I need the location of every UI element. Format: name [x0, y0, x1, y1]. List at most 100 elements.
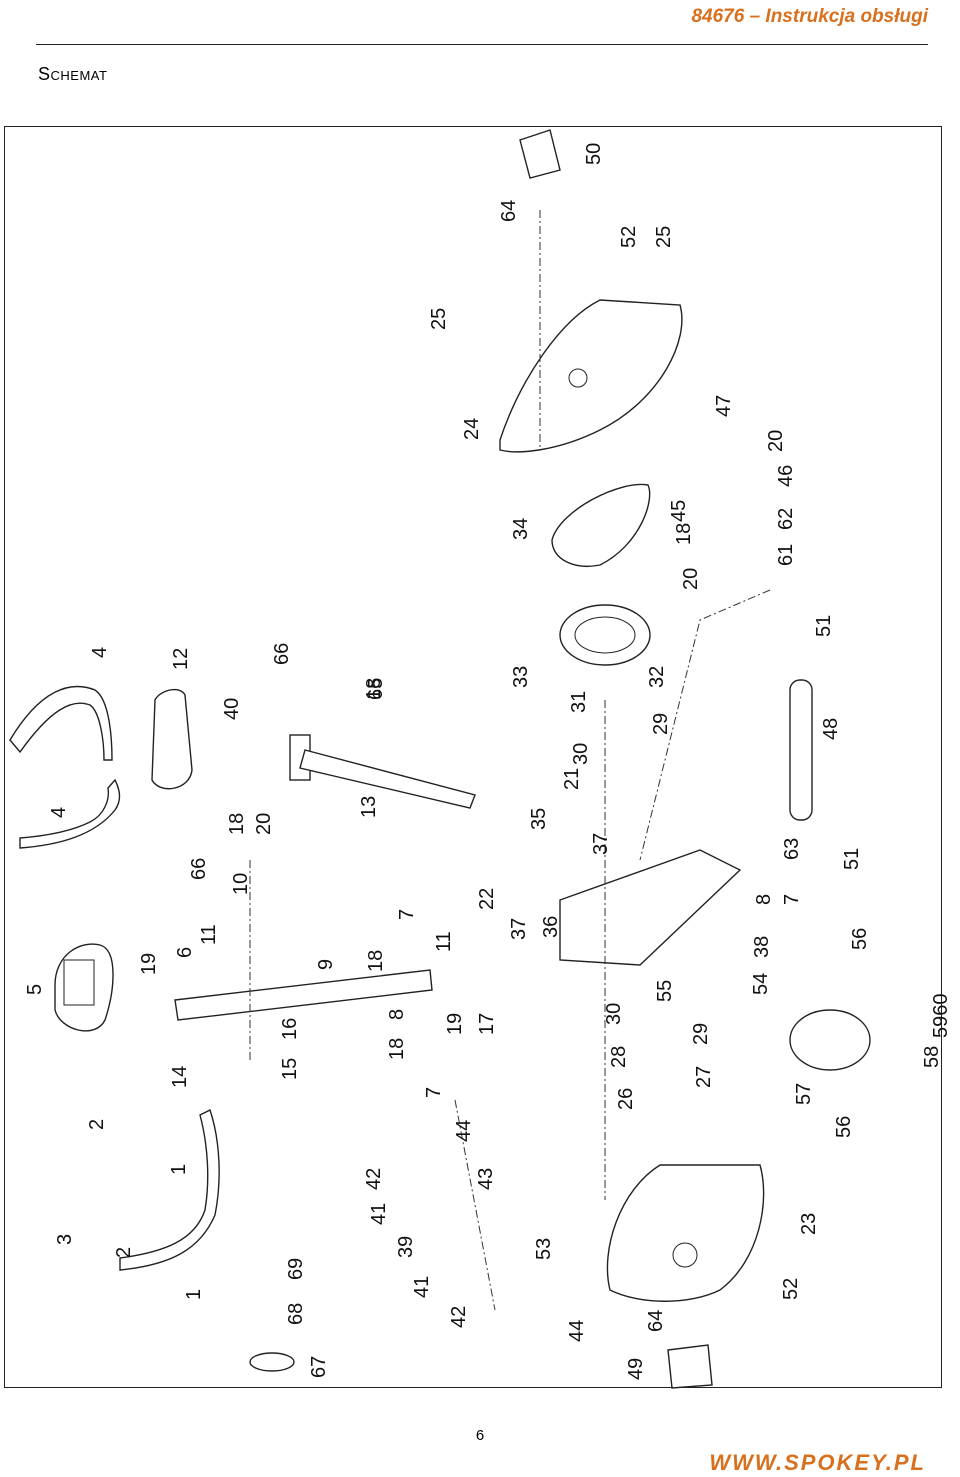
console-part [54, 943, 114, 1032]
callout-32: 32 [646, 666, 668, 688]
callout-49: 49 [625, 1358, 647, 1380]
callout-52: 52 [780, 1278, 802, 1300]
callout-20: 20 [253, 813, 275, 835]
callout-47: 47 [713, 395, 735, 417]
callout-41: 41 [368, 1203, 390, 1225]
pedal-left-part [519, 129, 561, 179]
callout-63: 63 [781, 838, 803, 860]
callout-56: 56 [833, 1116, 855, 1138]
callout-25: 25 [653, 226, 675, 248]
callout-18: 18 [386, 1038, 408, 1060]
callout-15: 15 [279, 1058, 301, 1080]
callout-44: 44 [566, 1320, 588, 1342]
callout-43: 43 [475, 1168, 497, 1190]
callout-46: 46 [775, 465, 797, 487]
callout-18: 18 [226, 813, 248, 835]
callout-57: 57 [793, 1083, 815, 1105]
main-frame-part [174, 969, 433, 1021]
callout-52: 52 [618, 226, 640, 248]
crank-frame-part [559, 849, 742, 966]
section-title: Schemat [38, 64, 108, 84]
callout-10: 10 [230, 873, 252, 895]
callout-7: 7 [781, 894, 803, 905]
flywheel-part [559, 604, 651, 666]
callout-2: 2 [86, 1119, 108, 1130]
front-housing-part [606, 1164, 765, 1302]
callout-1: 1 [168, 1164, 190, 1175]
callout-6: 6 [174, 947, 196, 958]
callout-29: 29 [650, 713, 672, 735]
rear-housing-part [499, 299, 683, 453]
handlebar-lower-part [19, 778, 121, 849]
callout-37: 37 [508, 918, 530, 940]
callout-61: 61 [775, 544, 797, 566]
callout-54: 54 [750, 973, 772, 995]
callout-55: 55 [654, 980, 676, 1002]
callout-58: 58 [921, 1046, 943, 1068]
callout-41: 41 [411, 1276, 433, 1298]
callout-68: 68 [285, 1303, 307, 1325]
callout-40: 40 [221, 698, 243, 720]
callout-56: 56 [849, 928, 871, 950]
callout-22: 22 [476, 888, 498, 910]
callout-69: 69 [285, 1258, 307, 1280]
callout-18: 18 [363, 678, 385, 700]
callout-67: 67 [308, 1356, 330, 1378]
callout-7: 7 [396, 909, 418, 920]
callout-50: 50 [583, 143, 605, 165]
callout-19: 19 [444, 1013, 466, 1035]
assembly-line [454, 1099, 496, 1311]
callout-64: 64 [645, 1310, 667, 1332]
callout-3: 3 [54, 1234, 76, 1245]
callout-35: 35 [528, 808, 550, 830]
handlebar-top-part [9, 685, 113, 761]
lower-handle-part [119, 1109, 220, 1271]
callout-17: 17 [476, 1013, 498, 1035]
callout-24: 24 [461, 418, 483, 440]
exploded-diagram-frame [4, 126, 942, 1388]
callout-36: 36 [540, 916, 562, 938]
callout-1: 1 [183, 1289, 205, 1300]
callout-13: 13 [358, 796, 380, 818]
callout-11: 11 [433, 931, 455, 952]
front-stabilizer-part [789, 1009, 871, 1071]
callout-62: 62 [775, 508, 797, 530]
callout-18: 18 [365, 950, 387, 972]
page-header-title: 84676 – Instrukcja obsługi [691, 6, 928, 27]
callout-30: 30 [603, 1003, 625, 1025]
callout-11: 11 [198, 924, 220, 945]
callout-2: 2 [113, 1247, 135, 1258]
callout-48: 48 [820, 718, 842, 740]
rear-stabilizer-part [789, 679, 813, 821]
callout-66: 66 [188, 858, 210, 880]
callout-30: 30 [570, 743, 592, 765]
callout-20: 20 [680, 568, 702, 590]
callout-23: 23 [798, 1213, 820, 1235]
assembly-line [639, 589, 771, 861]
header-rule [36, 44, 928, 45]
callout-8: 8 [386, 1009, 408, 1020]
footer-url[interactable]: WWW.SPOKEY.PL [709, 1450, 926, 1475]
callout-20: 20 [765, 430, 787, 452]
page-number: 6 [475, 1427, 485, 1444]
callout-66: 66 [271, 643, 293, 665]
callout-34: 34 [510, 518, 532, 540]
callout-39: 39 [395, 1236, 417, 1258]
callout-9: 9 [315, 959, 337, 970]
callout-8: 8 [753, 894, 775, 905]
callout-5: 5 [24, 984, 46, 995]
belt-part [551, 483, 651, 567]
pedal-right-part [667, 1344, 713, 1389]
callout-53: 53 [533, 1238, 555, 1260]
callout-4: 4 [89, 647, 111, 658]
callout-65: 65 [365, 678, 387, 700]
callout-51: 51 [813, 615, 835, 637]
callout-25: 25 [428, 308, 450, 330]
foot-pad-part [249, 1352, 295, 1372]
callout-29: 29 [690, 1023, 712, 1045]
callout-45: 45 [668, 500, 690, 522]
callout-28: 28 [608, 1046, 630, 1068]
callout-12: 12 [170, 648, 192, 670]
callout-26: 26 [615, 1088, 637, 1110]
